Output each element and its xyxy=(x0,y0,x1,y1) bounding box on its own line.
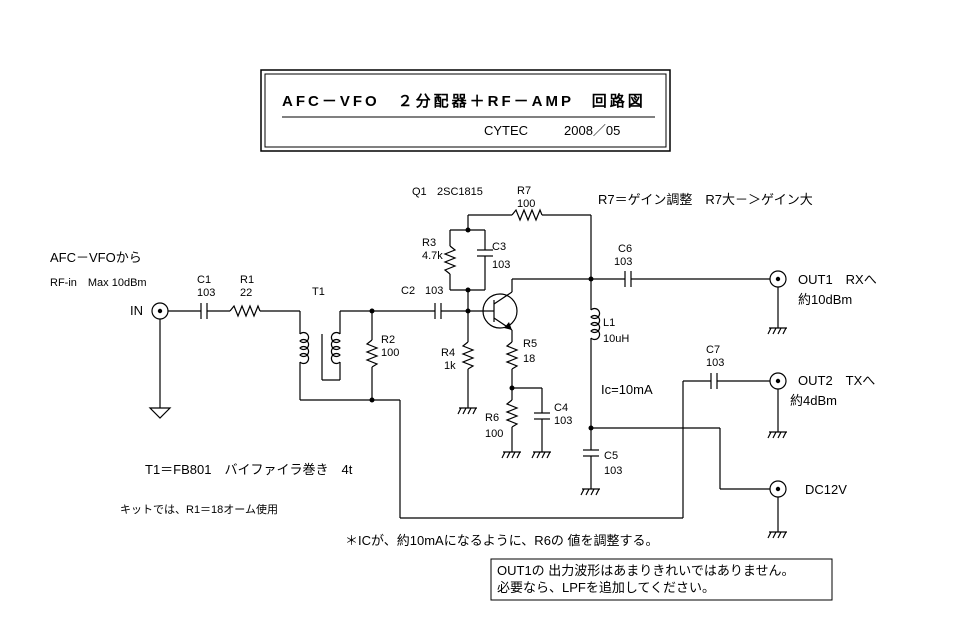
title-block: AFC－VFO ２分配器＋RF－AMP 回路図 CYTEC 2008／05 xyxy=(260,69,671,152)
c5-value: 103 xyxy=(604,465,622,477)
c1-name: C1 xyxy=(197,274,211,286)
title-frame-inner xyxy=(264,73,667,148)
c7-name: C7 xyxy=(706,344,720,356)
capacitor-c6: C6 103 xyxy=(614,243,632,287)
title-frame xyxy=(260,69,671,152)
l1-value: 10uH xyxy=(603,333,629,345)
ground-c4 xyxy=(531,451,551,459)
input-ground-symbol xyxy=(148,407,172,419)
kit-note: キットでは、R1＝18オーム使用 xyxy=(120,503,278,516)
c2-name: C2 xyxy=(401,285,415,297)
ground-r4 xyxy=(457,407,477,415)
c3-value: 103 xyxy=(492,259,510,271)
c5-name: C5 xyxy=(604,450,618,462)
input-source-label: AFC－VFOから xyxy=(50,250,142,265)
out2-connector: OUT2 TXへ 約4dBm xyxy=(767,372,875,439)
c6-name: C6 xyxy=(618,243,632,255)
r4-name: R4 xyxy=(441,347,455,359)
ground-c5 xyxy=(580,488,600,496)
resistor-r1: R1 22 xyxy=(229,274,261,318)
c4-name: C4 xyxy=(554,402,568,414)
out2-level: 約4dBm xyxy=(790,393,837,408)
c3-name: C3 xyxy=(492,241,506,253)
resistor-r5: R5 18 xyxy=(505,338,537,388)
capacitor-c5: C5 103 xyxy=(583,428,622,489)
capacitor-c4: C4 103 xyxy=(534,388,572,452)
r7-value: 100 xyxy=(517,198,535,210)
capacitor-c7: C7 103 xyxy=(706,344,724,389)
ground-r6 xyxy=(501,451,521,459)
r5-value: 18 xyxy=(523,353,535,365)
input-connector xyxy=(151,302,169,320)
c7-value: 103 xyxy=(706,357,724,369)
r4-value: 1k xyxy=(444,360,456,372)
in-label: IN xyxy=(130,303,143,318)
r6-name: R6 xyxy=(485,412,499,424)
waveform-note-box: OUT1の 出力波形はあまりきれいではありません。 必要なら、LPFを追加してく… xyxy=(490,558,833,601)
r7-name: R7 xyxy=(517,185,531,197)
r1-name: R1 xyxy=(240,274,254,286)
q1-value: 2SC1815 xyxy=(437,186,483,198)
resistor-r2: R2 100 xyxy=(365,308,399,403)
l1-name: L1 xyxy=(603,317,615,329)
capacitor-c1: C1 103 xyxy=(197,274,215,319)
inductor-l1: L1 10uH xyxy=(590,279,629,428)
waveform-note-line2: 必要なら、LPFを追加してください。 xyxy=(497,580,715,595)
c2-value: 103 xyxy=(425,285,443,297)
out1-level: 約10dBm xyxy=(798,292,852,307)
transistor-q1: Q1 2SC1815 xyxy=(412,186,518,342)
waveform-note-line1: OUT1の 出力波形はあまりきれいではありません。 xyxy=(497,563,795,578)
r3-name: R3 xyxy=(422,237,436,249)
resistor-r3: R3 4.7k xyxy=(422,230,457,290)
ic-adjust-note: ＊ICが、約10mAになるように、R6の 値を調整する。 xyxy=(345,533,659,548)
input-level-label: RF-in Max 10dBm xyxy=(50,277,147,289)
c4-value: 103 xyxy=(554,415,572,427)
r1-value: 22 xyxy=(240,287,252,299)
capacitor-c2: C2 103 xyxy=(401,285,443,319)
resistor-r7: R7 100 xyxy=(511,185,543,222)
r6-value: 100 xyxy=(485,428,503,440)
r5-name: R5 xyxy=(523,338,537,350)
out1-label: OUT1 RXへ xyxy=(798,272,877,287)
t1-name: T1 xyxy=(312,286,325,298)
title-text: AFC－VFO ２分配器＋RF－AMP 回路図 xyxy=(282,92,646,110)
dc12v-label: DC12V xyxy=(805,482,847,497)
waveform-note-frame xyxy=(490,558,833,601)
transformer-t1: T1 xyxy=(299,286,341,400)
r7-gain-note: R7＝ゲイン調整 R7大－＞ゲイン大 xyxy=(598,192,813,207)
capacitor-c3: C3 103 xyxy=(477,230,510,290)
r2-value: 100 xyxy=(381,347,399,359)
c6-value: 103 xyxy=(614,256,632,268)
c1-value: 103 xyxy=(197,287,215,299)
q1-name: Q1 xyxy=(412,186,427,198)
input-section: AFC－VFOから RF-in Max 10dBm IN xyxy=(50,250,201,419)
ic-note: Ic=10mA xyxy=(601,382,653,397)
r2-name: R2 xyxy=(381,334,395,346)
resistor-r4: R4 1k xyxy=(441,311,475,408)
out1-connector: OUT1 RXへ 約10dBm xyxy=(767,270,877,335)
r3-value: 4.7k xyxy=(422,250,443,262)
company-name: CYTEC xyxy=(484,123,528,138)
dc12v-connector: DC12V xyxy=(767,480,847,539)
out2-label: OUT2 TXへ xyxy=(798,373,875,388)
t1-spec-note: T1＝FB801 バイファイラ巻き 4t xyxy=(145,462,353,477)
title-date: 2008／05 xyxy=(564,123,620,138)
resistor-r6: R6 100 xyxy=(485,388,519,452)
